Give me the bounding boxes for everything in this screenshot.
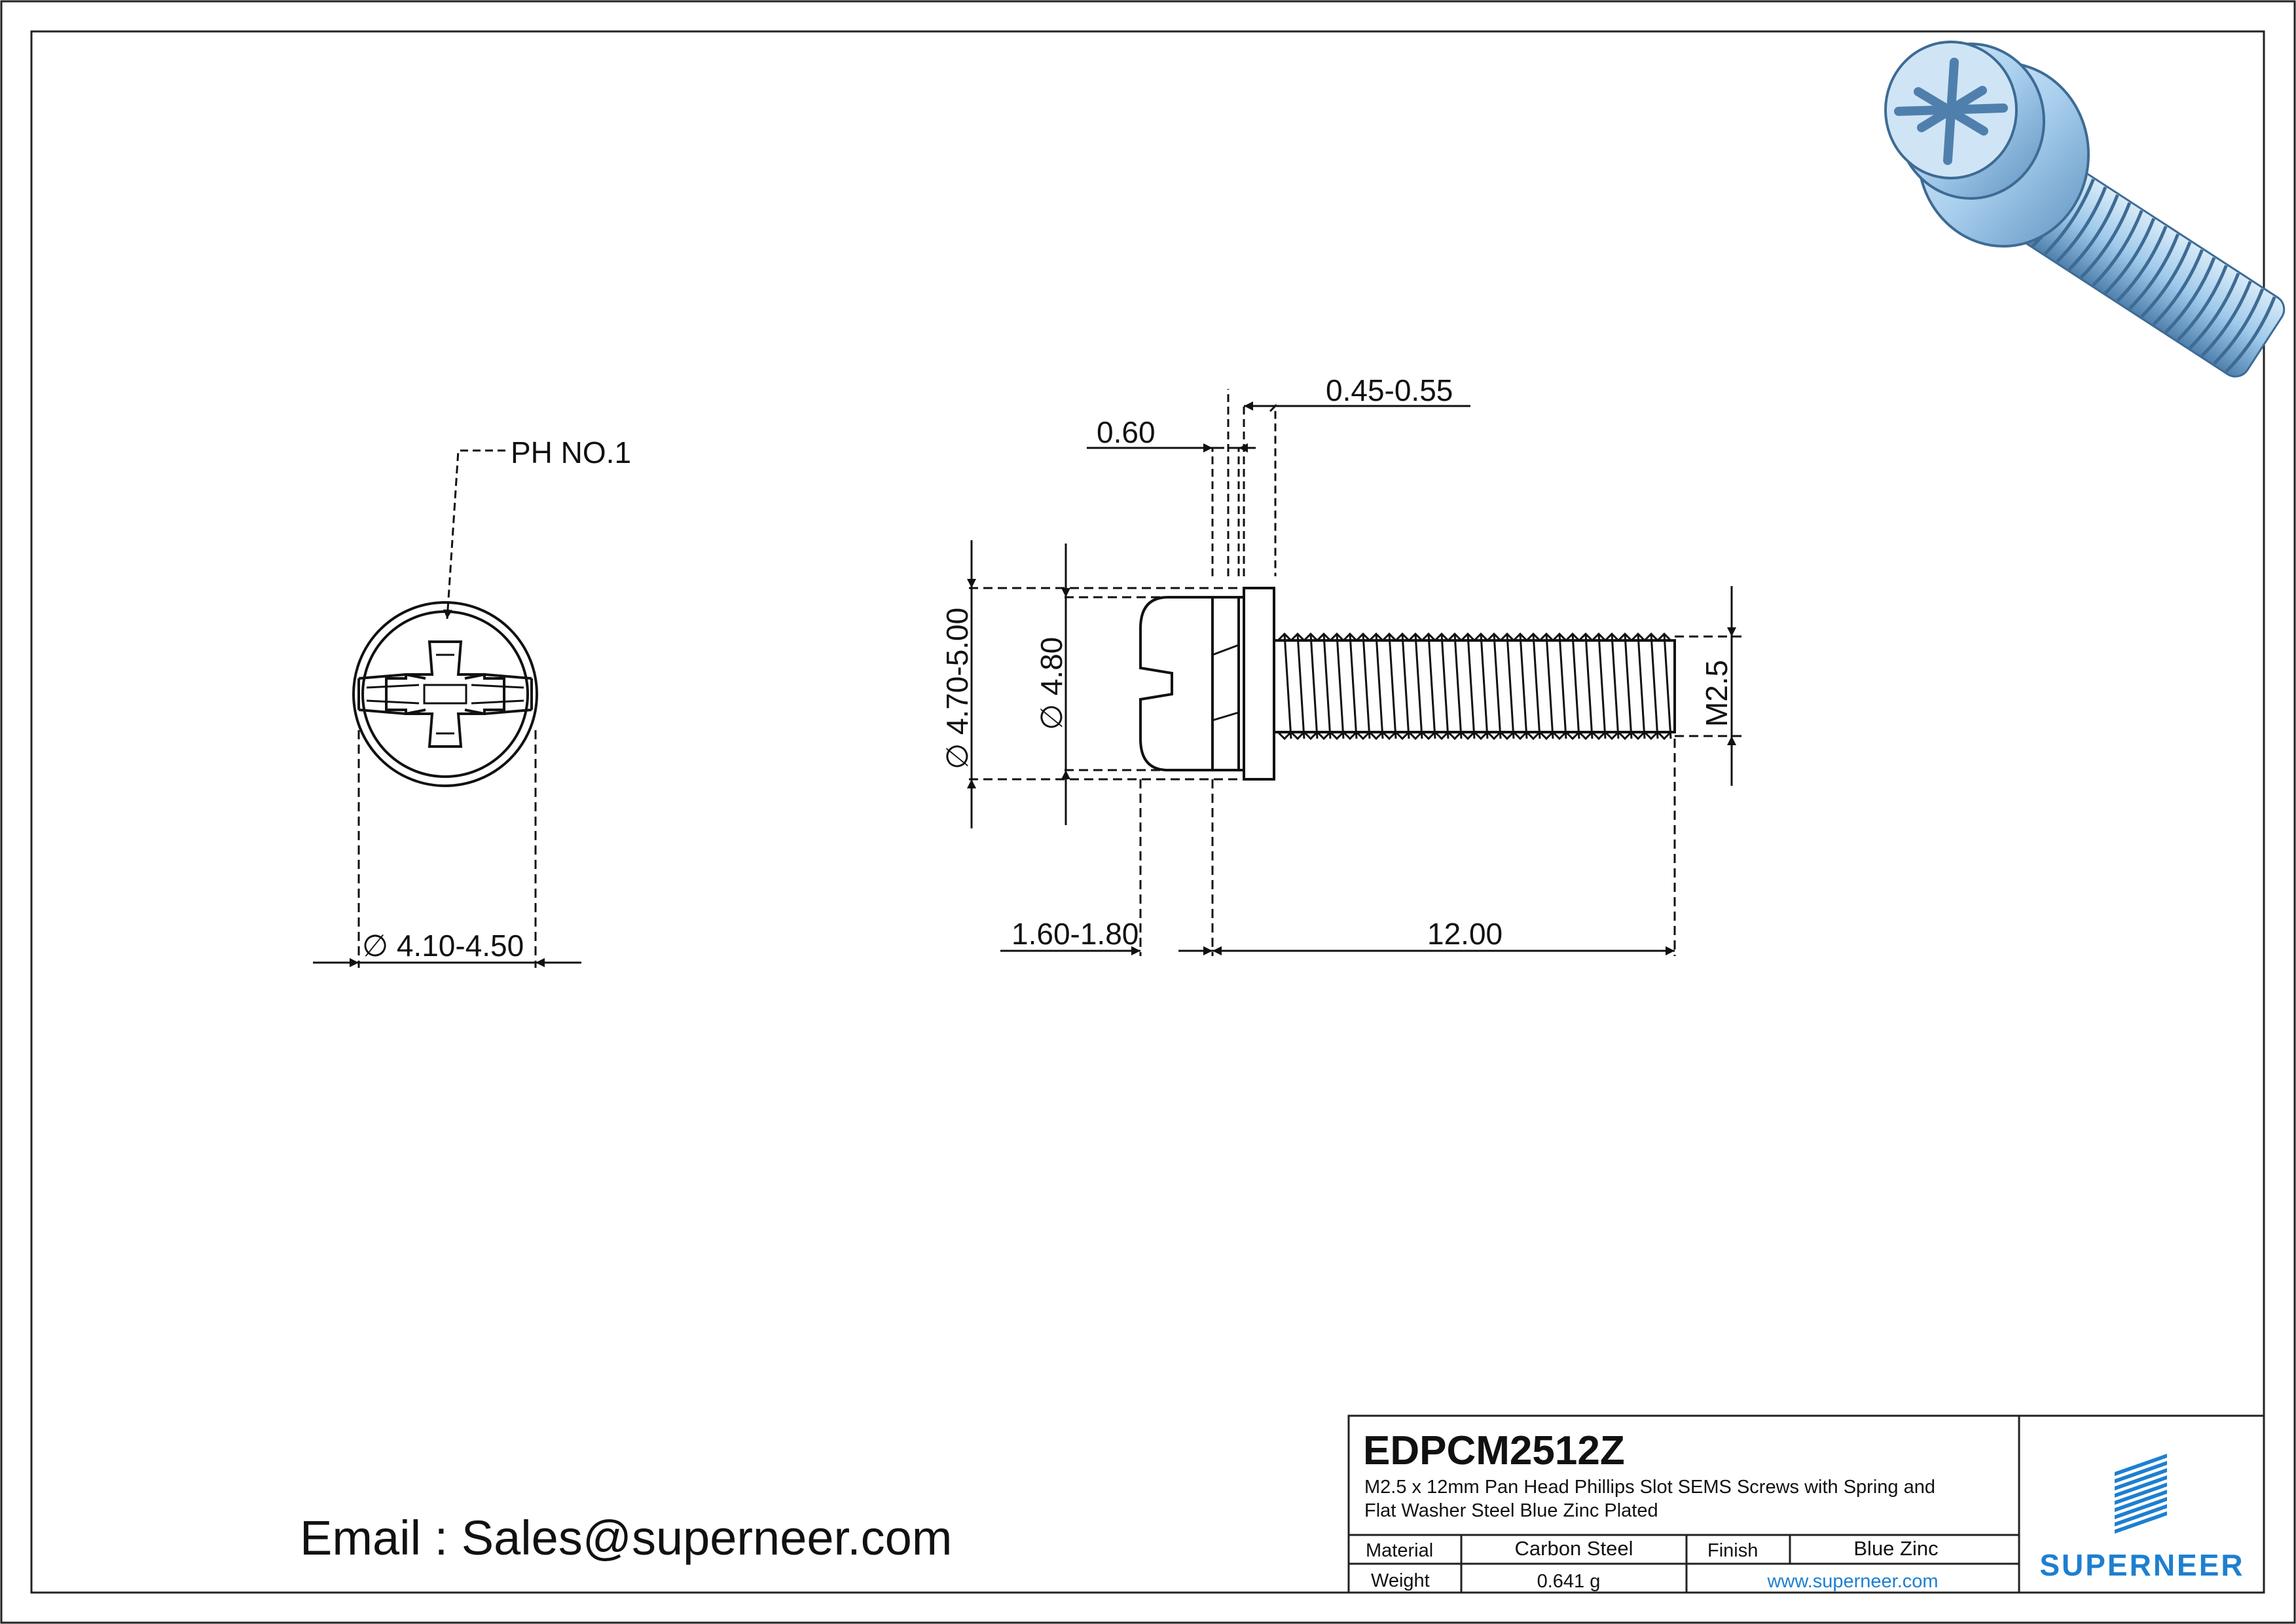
finish-label: Finish bbox=[1707, 1540, 1758, 1561]
head-dia-dim: ∅ 4.10-4.50 bbox=[362, 929, 524, 963]
side-view bbox=[1139, 587, 1676, 781]
screw-render bbox=[1884, 41, 2286, 378]
side-view-dimensions bbox=[967, 389, 1741, 956]
slot bbox=[357, 673, 533, 716]
flat-washer bbox=[1243, 587, 1275, 781]
thread-crests bbox=[1277, 632, 1672, 741]
material-value: Carbon Steel bbox=[1515, 1537, 1633, 1560]
spring-washer bbox=[1211, 596, 1240, 771]
weight-value: 0.641 g bbox=[1537, 1571, 1601, 1592]
description-line1: M2.5 x 12mm Pan Head Phillips Slot SEMS … bbox=[1364, 1477, 1935, 1498]
description-line2: Flat Washer Steel Blue Zinc Plated bbox=[1364, 1500, 1658, 1521]
weight-label: Weight bbox=[1371, 1570, 1430, 1591]
top-view bbox=[352, 601, 538, 787]
head-outline-outer bbox=[352, 601, 538, 787]
washer-od-dim: ∅ 4.70-5.00 bbox=[940, 608, 974, 769]
phillips-recess bbox=[385, 640, 505, 748]
thread-size-dim: M2.5 bbox=[1700, 660, 1734, 727]
spring-washer-thk-dim: 0.60 bbox=[1097, 415, 1156, 449]
drive-callout: PH NO.1 bbox=[511, 435, 631, 470]
superneer-logo-icon bbox=[2115, 1454, 2167, 1534]
brand-name: SUPERNEER bbox=[2039, 1548, 2244, 1582]
part-number: EDPCM2512Z bbox=[1363, 1428, 1625, 1473]
inner-border bbox=[30, 30, 2265, 1594]
flat-washer-thk-dim: 0.45-0.55 bbox=[1326, 373, 1453, 407]
pan-head bbox=[1139, 596, 1214, 771]
material-label: Material bbox=[1366, 1540, 1433, 1561]
head-height-dim: 1.60-1.80 bbox=[1011, 917, 1139, 951]
spring-od-dim: ∅ 4.80 bbox=[1034, 637, 1068, 730]
contact-email[interactable]: Email : Sales@superneer.com bbox=[300, 1511, 952, 1565]
website-link[interactable]: www.superneer.com bbox=[1766, 1571, 1938, 1592]
drive-leader bbox=[443, 449, 505, 619]
length-dim: 12.00 bbox=[1427, 917, 1503, 951]
top-view-dimensions bbox=[313, 449, 581, 968]
title-block bbox=[1347, 1414, 2265, 1594]
finish-value: Blue Zinc bbox=[1853, 1537, 1938, 1560]
